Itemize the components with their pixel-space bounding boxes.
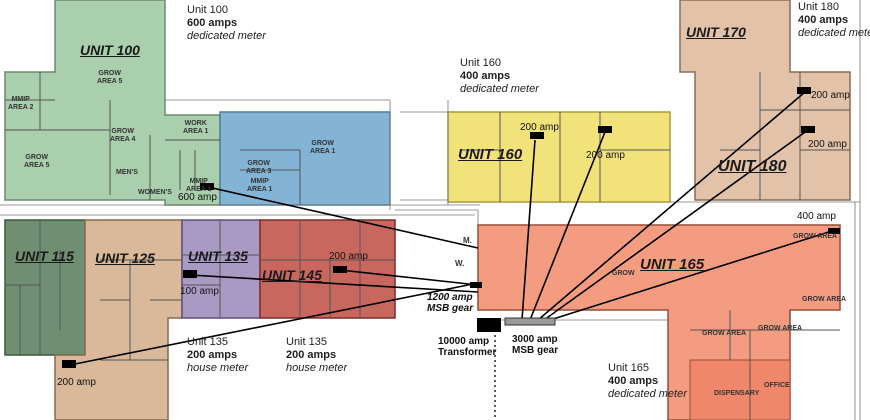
panel-200-amp-145	[333, 266, 347, 273]
panel-600-amp	[200, 183, 214, 190]
amp-label-100: 100 amp	[180, 286, 219, 297]
room-mmip-area-1: MMIP AREA 1	[186, 178, 212, 193]
gear-label-msb-3000: 3000 amp MSB gear	[512, 334, 559, 356]
note-amps: 200 amps	[187, 349, 238, 361]
mark-w: W.	[455, 259, 465, 268]
service-note-unit-160: Unit 160 400 amps dedicated meter	[460, 57, 539, 96]
unit-135-area	[181, 219, 261, 319]
unit-115-area	[4, 219, 86, 356]
unit-180-label: UNIT 180	[718, 158, 787, 175]
gear-label-transformer: 10000 amp Transformer	[438, 336, 497, 358]
room-dispensary: DISPENSARY	[714, 390, 760, 397]
amp-label-200-145: 200 amp	[329, 251, 368, 262]
note-meter: house meter	[187, 362, 249, 374]
panel-200-amp-180b	[801, 126, 815, 133]
unit-125-label: UNIT 125	[95, 250, 155, 266]
msb-1200-block	[470, 282, 482, 288]
room-work-area-1: WORK AREA 1	[183, 120, 209, 135]
note-amps: 400 amps	[608, 375, 659, 387]
dispensary-area	[689, 359, 791, 420]
room-mmip-area-1b: MMIP AREA 1	[247, 178, 273, 193]
panel-400-amp	[828, 228, 840, 234]
note-unit: Unit 100	[187, 4, 228, 16]
note-amps: 600 amps	[187, 17, 238, 29]
unit-170-label: UNIT 170	[686, 24, 746, 40]
msb-gear-block	[504, 317, 556, 326]
note-meter: dedicated meter	[187, 30, 266, 42]
note-unit: Unit 160	[460, 57, 501, 69]
amp-label-200-160a: 200 amp	[520, 122, 559, 133]
note-meter: dedicated meter	[608, 388, 687, 400]
unit-145-label: UNIT 145	[262, 267, 322, 283]
gear-label-msb-1200: 1200 amp MSB gear	[427, 292, 474, 314]
service-note-unit-100: Unit 100 600 amps dedicated meter	[187, 4, 266, 43]
amp-label-200-115: 200 amp	[57, 377, 96, 388]
note-unit: Unit 135	[187, 336, 228, 348]
unit-160-label: UNIT 160	[458, 146, 523, 163]
room-grow-area-1: GROW AREA 1	[310, 140, 336, 155]
panel-200-amp-115	[62, 360, 76, 368]
room-grow-area-4: GROW AREA 4	[110, 128, 136, 143]
room-grow-area-5-left: GROW AREA 5	[24, 154, 50, 169]
feeder-lines	[69, 91, 836, 366]
note-amps: 200 amps	[286, 349, 337, 361]
note-meter: house meter	[286, 362, 348, 374]
note-unit: Unit 165	[608, 362, 649, 374]
note-unit: Unit 135	[286, 336, 327, 348]
service-note-unit-180: Unit 180 400 amps dedicated meter	[798, 1, 870, 40]
amp-label-200-160b: 200 amp	[586, 150, 625, 161]
service-note-unit-135a: Unit 135 200 amps house meter	[187, 336, 248, 375]
amp-label-200-180a: 200 amp	[811, 90, 850, 101]
unit-165-label: UNIT 165	[640, 256, 705, 273]
room-mmip-area-2: MMIP AREA 2	[8, 96, 34, 111]
note-unit: Unit 180	[798, 1, 839, 13]
transformer-block	[477, 318, 501, 332]
room-grow-area-3: GROW AREA 3	[246, 160, 272, 175]
unit-135-label: UNIT 135	[188, 248, 248, 264]
panel-100-amp	[183, 270, 197, 278]
panel-200-amp-160b	[598, 126, 612, 133]
service-note-unit-135b: Unit 135 200 amps house meter	[286, 336, 347, 375]
note-amps: 400 amps	[460, 70, 511, 82]
unit-115-label: UNIT 115	[15, 248, 74, 264]
service-note-unit-165: Unit 165 400 amps dedicated meter	[608, 362, 687, 401]
panel-200-amp-160a	[530, 132, 544, 139]
grow-area-1-area	[219, 111, 391, 206]
unit-145-area	[259, 219, 396, 319]
room-grow-area-r2: GROW AREA	[802, 296, 847, 303]
room-grow-area-r4: GROW AREA	[758, 325, 803, 332]
room-grow-area-r1: GROW AREA	[793, 233, 838, 240]
note-amps: 400 amps	[798, 14, 849, 26]
room-womens: WOMEN'S	[138, 189, 172, 196]
room-office: OFFICE	[764, 382, 790, 389]
room-grow-area-r3: GROW AREA	[702, 330, 747, 337]
amp-label-600: 600 amp	[178, 192, 217, 203]
amp-label-200-180b: 200 amp	[808, 139, 847, 150]
room-mens: MEN'S	[116, 169, 138, 176]
amp-label-400: 400 amp	[797, 211, 836, 222]
note-meter: dedicated meter	[460, 83, 539, 95]
electrical-equipment	[62, 87, 840, 368]
panel-200-amp-180a	[797, 87, 811, 94]
mark-m: M.	[463, 236, 472, 245]
unit-100-label: UNIT 100	[80, 42, 140, 58]
room-grow-area-5-top: GROW AREA 5	[97, 70, 123, 85]
note-meter: dedicated meter	[798, 27, 870, 39]
room-grow-165: GROW	[612, 270, 635, 277]
